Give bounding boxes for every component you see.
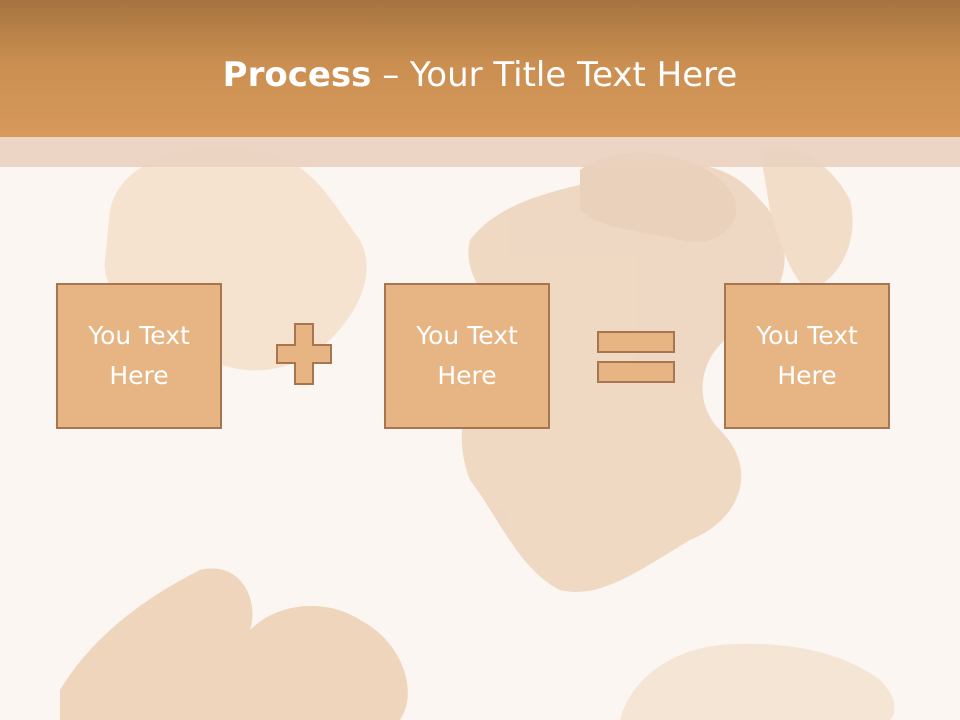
process-box-2: You Text Here <box>384 283 550 429</box>
process-box-2-text: You Text Here <box>416 321 518 390</box>
brush-stroke-bottom-left <box>60 568 408 720</box>
slide-title: Process – Your Title Text Here <box>0 52 960 98</box>
plus-icon <box>276 323 332 385</box>
title-rest: Your Title Text Here <box>410 55 738 95</box>
process-box-3: You Text Here <box>724 283 890 429</box>
title-dash: – <box>371 55 411 95</box>
process-box-3-text: You Text Here <box>756 321 858 390</box>
brush-stroke-right-top <box>760 147 853 290</box>
header-accent-band <box>0 137 960 167</box>
cream-blob-bottom-right <box>620 643 895 720</box>
process-box-1-text: You Text Here <box>88 321 190 390</box>
brush-stroke-center-shadow <box>580 152 737 242</box>
equals-icon <box>597 331 675 383</box>
process-box-1: You Text Here <box>56 283 222 429</box>
title-strong: Process <box>222 55 372 95</box>
header-bar <box>0 0 960 137</box>
